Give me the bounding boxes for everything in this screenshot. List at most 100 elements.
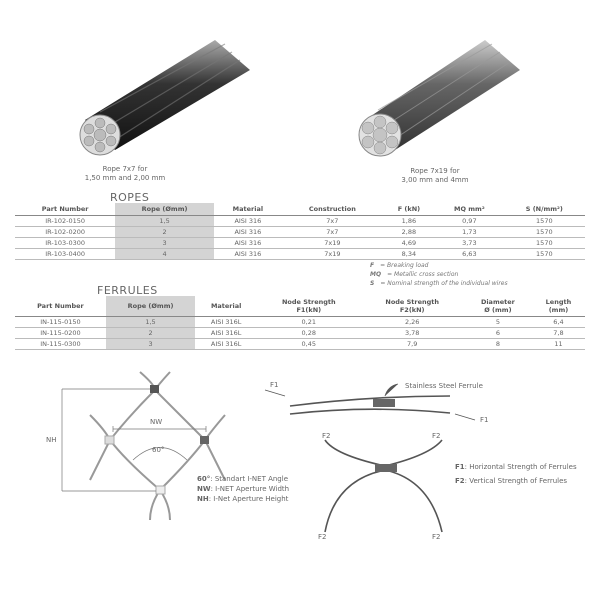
ferrules-title: FERRULES [97, 284, 158, 297]
table-cell: 11 [531, 338, 585, 350]
column-header: Material [195, 296, 258, 317]
table-cell: AISI 316 [213, 226, 282, 238]
nh-label: NH [46, 436, 57, 444]
table-cell: IR-103-0300 [15, 237, 116, 249]
note-key: 60° [197, 475, 211, 483]
table-cell: 0,28 [257, 327, 361, 339]
ferrules-table: Part Number Rope (Ømm) Material Node Streng… [15, 296, 585, 350]
rope-7x7-image [79, 40, 250, 156]
legend-value: = Breaking load [380, 262, 429, 269]
header-line: Rope (Ømm) [127, 302, 174, 310]
table-cell: 1570 [503, 248, 585, 260]
header-line: Length [545, 298, 572, 306]
legend-key: MQ [370, 271, 382, 278]
table-cell: 4 [115, 248, 214, 260]
header-line: Node Strength [385, 298, 440, 306]
note-value: : Vertical Strength of Ferrules [464, 477, 568, 485]
table-cell: 0,97 [435, 215, 504, 227]
table-cell: 3 [105, 338, 196, 350]
legend-item: F= Breaking load [370, 261, 508, 270]
table-cell: AISI 316 [213, 215, 282, 227]
legend-item: MQ= Metallic cross section [370, 270, 508, 279]
f2-label-br: F2 [432, 533, 441, 541]
f1-label-left: F1 [270, 381, 279, 389]
table-cell: 5 [463, 316, 532, 328]
table-cell: 8 [463, 338, 532, 350]
table-cell: 2,26 [360, 316, 464, 328]
ropes-title: ROPES [110, 191, 150, 204]
header-line: F1(kN) [296, 306, 322, 314]
note-value: : Horizontal Strength of Ferrules [464, 463, 577, 471]
note-value: : Standart I-NET Angle [210, 475, 288, 483]
column-header: Rope (Ømm) [115, 203, 214, 216]
note: NW: I-NET Aperture Width [197, 484, 289, 494]
ferrule-diagram [289, 395, 451, 533]
column-header: Construction [281, 203, 383, 216]
legend-value: = Nominal strength of the individual wir… [380, 280, 508, 287]
table-cell: 1570 [503, 226, 585, 238]
table-cell: 4,69 [382, 237, 436, 249]
header-line: F2(kN) [399, 306, 425, 314]
note-value: : I-Net Aperture Height [208, 495, 289, 503]
table-cell: 1,5 [115, 215, 214, 227]
column-header: Part Number [15, 296, 106, 317]
column-header: MQ mm² [435, 203, 504, 216]
note-key: F1 [455, 463, 465, 471]
column-header: F (kN) [382, 203, 436, 216]
table-cell: 7x19 [281, 237, 383, 249]
table-cell: 1,73 [435, 226, 504, 238]
table-cell: IN-115-0150 [15, 316, 106, 328]
table-cell: 1570 [503, 215, 585, 227]
header-line: Material [210, 302, 242, 310]
angle-label: 60° [152, 446, 165, 454]
note: NH: I-Net Aperture Height [197, 494, 289, 504]
table-cell: 2 [115, 226, 214, 238]
ferrule-label: Stainless Steel Ferrule [405, 382, 483, 390]
table-cell: 6 [463, 327, 532, 339]
column-header: Material [213, 203, 282, 216]
table-cell: IN-115-0200 [15, 327, 106, 339]
table-cell: 0,45 [257, 338, 361, 350]
table-cell: AISI 316 [213, 248, 282, 260]
table-cell: IR-103-0400 [15, 248, 116, 260]
table-cell: 0,21 [257, 316, 361, 328]
note-key: F2 [455, 477, 465, 485]
column-header: S (N/mm²) [503, 203, 585, 216]
legend-item: S= Nominal strength of the individual wi… [370, 279, 508, 288]
table-cell: 8,34 [382, 248, 436, 260]
table-cell: 7x19 [281, 248, 383, 260]
table-cell: IN-115-0300 [15, 338, 106, 350]
note: F1: Horizontal Strength of Ferrules [455, 460, 577, 474]
table-cell: 7,8 [531, 327, 585, 339]
header-line: Ø (mm) [484, 306, 512, 314]
nw-label: NW [150, 418, 163, 426]
net-diagram [89, 371, 226, 521]
table-cell: 1,5 [105, 316, 196, 328]
table-cell: 3,73 [435, 237, 504, 249]
column-header: Length(mm) [531, 296, 585, 317]
note: F2: Vertical Strength of Ferrules [455, 474, 577, 488]
note-key: NW [197, 485, 211, 493]
table-cell: 7,9 [360, 338, 464, 350]
header-line: Diameter [480, 298, 515, 306]
rope-7x19-image [358, 40, 520, 157]
table-cell: 1570 [503, 237, 585, 249]
table-cell: AISI 316L [195, 327, 258, 339]
table-cell: AISI 316L [195, 316, 258, 328]
dimension-lines [61, 388, 207, 492]
table-cell: AISI 316 [213, 237, 282, 249]
header-line: (mm) [548, 306, 569, 314]
table-cell: 3 [115, 237, 214, 249]
note: 60°: Standart I-NET Angle [197, 474, 289, 484]
